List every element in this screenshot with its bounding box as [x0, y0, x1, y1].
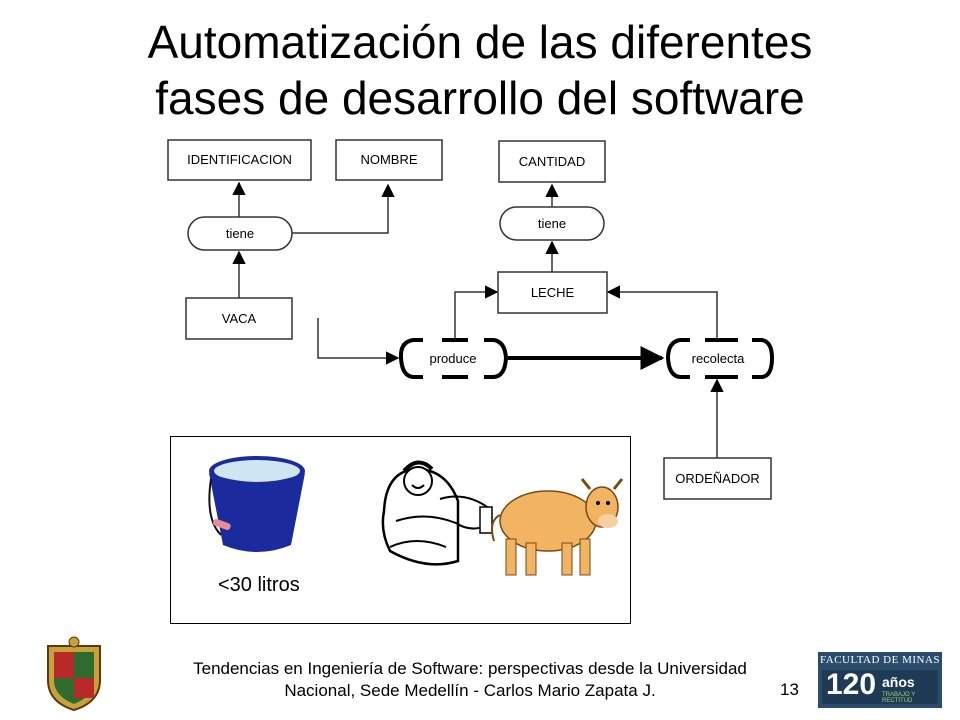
- footer-line-2: Nacional, Sede Medellín - Carlos Mario Z…: [284, 681, 656, 700]
- concept-identificacion-label: IDENTIFICACION: [187, 152, 292, 167]
- edge-recolecta-leche: [606, 285, 718, 340]
- process-produce-label: produce: [430, 351, 477, 366]
- relation-tiene-2: tiene: [499, 206, 605, 241]
- edge-produce-leche: [454, 285, 499, 340]
- edge-tiene-nombre: [290, 183, 395, 234]
- relation-tiene-1: tiene: [187, 216, 293, 251]
- concept-leche: LECHE: [497, 271, 608, 314]
- process-recolecta-label: recolecta: [692, 351, 746, 366]
- page-number: 13: [780, 680, 799, 699]
- concept-identificacion: IDENTIFICACION: [167, 139, 312, 181]
- badge-top-label: FACULTAD DE MINAS: [819, 654, 941, 666]
- illustration-panel: [170, 436, 631, 624]
- relation-tiene-2-label: tiene: [538, 216, 566, 231]
- concept-vaca: VACA: [185, 297, 293, 340]
- milking-cow-illustration: [381, 460, 624, 576]
- concept-vaca-label: VACA: [222, 311, 257, 326]
- concept-nombre-label: NOMBRE: [360, 152, 417, 167]
- footer-line-1: Tendencias en Ingeniería de Software: pe…: [193, 659, 747, 678]
- relation-tiene-1-label: tiene: [226, 226, 254, 241]
- concept-diagram: IDENTIFICACION NOMBRE CANTIDAD VACA LECH…: [167, 139, 775, 500]
- concept-leche-label: LECHE: [531, 285, 575, 300]
- capacity-caption: <30 litros: [218, 574, 300, 596]
- process-produce: produce: [398, 338, 509, 379]
- title-line-2: fases de desarrollo del software: [155, 72, 805, 124]
- university-crest-logo: [47, 636, 101, 712]
- diagram-edges: [232, 181, 724, 458]
- concept-cantidad-label: CANTIDAD: [519, 154, 585, 169]
- faculty-anniversary-badge: FACULTAD DE MINAS 120 años TRABAJO Y REC…: [818, 652, 942, 708]
- bucket-icon: [208, 456, 305, 552]
- badge-word: años: [882, 674, 915, 690]
- badge-panel: 120 años TRABAJO Y RECTITUD: [822, 668, 938, 704]
- badge-subtitle: TRABAJO Y RECTITUD: [882, 692, 916, 704]
- slide-footer: Tendencias en Ingeniería de Software: pe…: [120, 658, 820, 702]
- edge-vaca-produce: [317, 318, 400, 365]
- concept-cantidad: CANTIDAD: [498, 140, 606, 183]
- badge-number: 120: [826, 668, 877, 701]
- concept-ordenador-label: ORDEÑADOR: [675, 471, 760, 486]
- process-recolecta: recolecta: [665, 338, 775, 379]
- concept-ordenador: ORDEÑADOR: [663, 457, 772, 500]
- concept-nombre: NOMBRE: [335, 139, 443, 181]
- slide-title: Automatización de las diferentes fases d…: [0, 14, 960, 126]
- title-line-1: Automatización de las diferentes: [147, 16, 813, 68]
